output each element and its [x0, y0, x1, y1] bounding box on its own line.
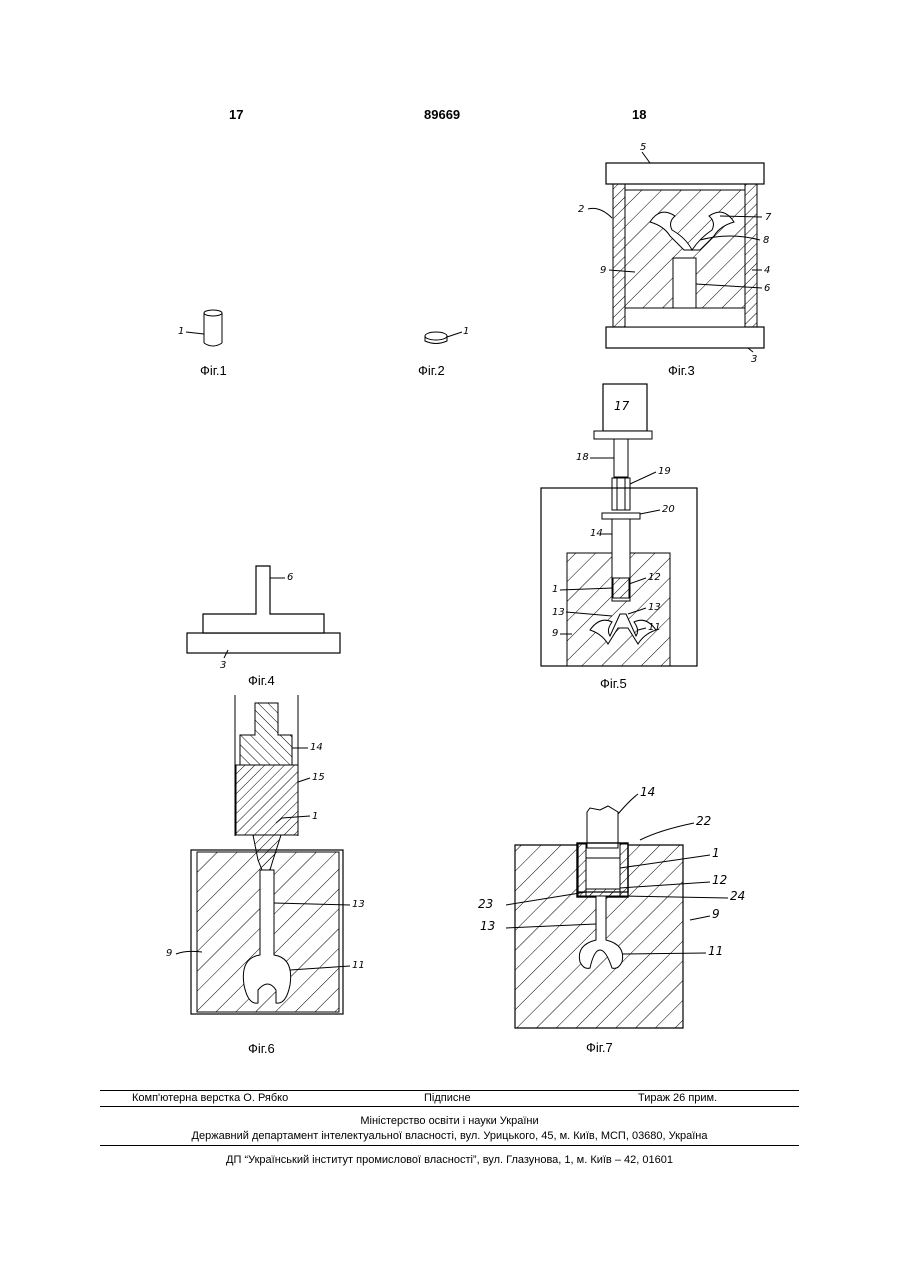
fig4-caption: Фіг.4: [248, 673, 275, 688]
footer-rule-bottom: [100, 1145, 799, 1146]
footer-layout: Комп'ютерна верстка О. Рябко: [132, 1092, 288, 1104]
fig7-label-12: 12: [712, 873, 727, 887]
fig6-label-14: 14: [310, 742, 323, 753]
fig6-caption: Фіг.6: [248, 1041, 275, 1056]
fig7-label-23: 23: [478, 897, 493, 911]
fig4-label-6: 6: [287, 572, 293, 583]
footer-department: Державний департамент інтелектуальної вл…: [100, 1130, 799, 1142]
fig5-label-18: 18: [576, 452, 589, 463]
figure-6: 14 15 1 13 9 11 Фіг.6: [166, 695, 365, 1056]
fig3-label-4: 4: [764, 265, 770, 276]
footer-circulation: Тираж 26 прим.: [638, 1092, 717, 1104]
fig5-label-11: 11: [648, 622, 661, 633]
footer-rule-middle: [100, 1106, 799, 1107]
fig1-caption: Фіг.1: [200, 363, 227, 378]
fig3-caption: Фіг.3: [668, 363, 695, 378]
fig2-label-1: 1: [463, 326, 469, 337]
fig6-label-9: 9: [166, 948, 172, 959]
footer-ministry: Міністерство освіти і науки України: [100, 1115, 799, 1127]
fig7-label-11: 11: [708, 944, 723, 958]
fig6-label-13: 13: [352, 899, 365, 910]
fig7-label-1: 1: [712, 846, 720, 860]
figure-2: 1 Фіг.2: [418, 326, 469, 378]
fig3-label-9: 9: [600, 265, 606, 276]
fig5-label-19: 19: [658, 466, 671, 477]
fig5-label-17: 17: [614, 399, 630, 413]
figure-5: 17 18 19 20 14 1 12 13 13 11 9 Фіг.5: [541, 384, 697, 691]
fig1-label-1: 1: [178, 326, 184, 337]
fig5-label-9: 9: [552, 628, 558, 639]
fig5-label-1: 1: [552, 584, 558, 595]
fig7-label-22: 22: [696, 814, 711, 828]
fig3-label-3: 3: [751, 354, 757, 365]
fig3-label-2: 2: [578, 204, 584, 215]
fig5-caption: Фіг.5: [600, 676, 627, 691]
fig5-label-12: 12: [648, 572, 661, 583]
fig5-label-13b: 13: [648, 602, 661, 613]
fig6-label-15: 15: [312, 772, 325, 783]
fig7-caption: Фіг.7: [586, 1040, 613, 1055]
fig6-label-1: 1: [312, 811, 318, 822]
fig3-label-7: 7: [765, 212, 772, 223]
fig7-label-24: 24: [730, 889, 745, 903]
footer-institute: ДП “Український інститут промислової вла…: [100, 1154, 799, 1166]
footer-signed: Підписне: [424, 1092, 471, 1104]
fig2-caption: Фіг.2: [418, 363, 445, 378]
fig3-label-8: 8: [763, 235, 769, 246]
figure-1: 1 Фіг.1: [178, 310, 227, 378]
fig3-label-6: 6: [764, 283, 770, 294]
figure-7: 14 22 1 12 23 24 13 9 11 Фіг.7: [478, 785, 745, 1055]
fig4-label-3: 3: [220, 660, 226, 671]
fig7-label-9: 9: [712, 907, 720, 921]
fig7-label-13: 13: [480, 919, 495, 933]
fig5-label-13a: 13: [552, 607, 565, 618]
footer-rule-top: [100, 1090, 799, 1091]
fig5-label-20: 20: [662, 504, 675, 515]
figure-3: 5 2 7 8 9 4 6 3 Фіг.3: [578, 142, 772, 378]
fig7-label-14: 14: [640, 785, 655, 799]
figure-4: 6 3 Фіг.4: [187, 566, 340, 688]
fig3-label-5: 5: [640, 142, 646, 153]
fig6-label-11: 11: [352, 960, 365, 971]
drawings-sheet: 1 Фіг.1 1 Фіг.2 5 2 7 8 9 4 6 3 Фіг.3: [0, 0, 900, 1090]
